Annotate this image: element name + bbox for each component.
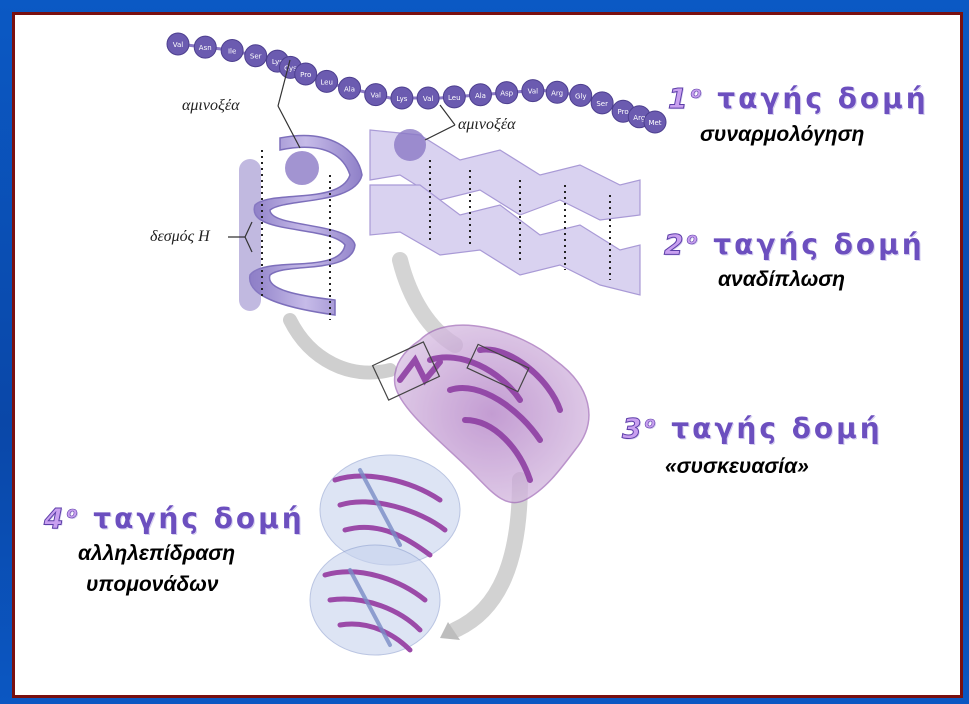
helix-amino-acid-bead [285, 151, 319, 185]
secondary-title: ταγής δομή [713, 228, 924, 261]
tertiary-ordinal: ο [644, 413, 658, 432]
primary-subtitle: συναρμολόγηση [700, 123, 864, 147]
amino-acid-bead-label: Leu [320, 78, 333, 86]
quaternary-subtitle-line2: υπομονάδων [86, 573, 218, 597]
hydrogen-bond-label: δεσμός H [150, 228, 210, 246]
amino-acid-bead-label: Val [370, 92, 381, 100]
quaternary-protein-complex [310, 455, 460, 655]
amino-acid-bead-label: Lys [396, 95, 407, 103]
quaternary-subtitle-line1: αλληλεπίδραση [78, 542, 235, 566]
secondary-ordinal: ο [686, 229, 700, 248]
quaternary-number: 4 [44, 502, 66, 535]
secondary-number: 2 [664, 228, 686, 261]
amino-acid-bead-label: Asp [500, 90, 513, 98]
quaternary-title: ταγής δομή [93, 502, 304, 535]
primary-structure-heading: 1ο ταγής δομή [668, 82, 929, 115]
amino-acid-bead-label: Pro [618, 108, 629, 116]
amino-acid-bead-label: Ala [344, 85, 355, 93]
amino-acid-bead-label: Pro [300, 71, 311, 79]
tertiary-number: 3 [622, 412, 644, 445]
amino-acid-bead-label: Arg [633, 114, 645, 122]
amino-acid-bead-label: Met [648, 119, 661, 127]
primary-title: ταγής δομή [717, 82, 928, 115]
amino-acid-bead-label: Ser [250, 53, 262, 61]
amino-acid-bead-label: Gly [575, 92, 587, 100]
amino-acid-bead-label: Val [173, 41, 184, 49]
primary-ordinal: ο [690, 83, 704, 102]
amino-acid-bead-label: Arg [551, 89, 563, 97]
quaternary-ordinal: ο [66, 503, 80, 522]
primary-number: 1 [668, 82, 690, 115]
amino-acid-bead-label: Asn [199, 44, 212, 52]
alpha-helix [250, 136, 362, 320]
secondary-structure-heading: 2ο ταγής δομή [664, 228, 925, 261]
amino-acid-bead-label: Val [528, 88, 539, 96]
secondary-subtitle: αναδίπλωση [718, 268, 845, 292]
amino-acid-bead-label: Ser [596, 100, 608, 108]
tertiary-subtitle: «συσκευασία» [665, 455, 809, 479]
amino-acid-label-right: αμινοξέα [458, 116, 516, 134]
amino-acid-bead-label: Ala [475, 92, 486, 100]
amino-acid-label-left: αμινοξέα [182, 97, 240, 115]
amino-acid-bead-label: Val [423, 95, 434, 103]
tertiary-title: ταγής δομή [671, 412, 882, 445]
sheet-amino-acid-bead [394, 129, 426, 161]
amino-acid-bead-label: Leu [448, 94, 461, 102]
quaternary-structure-heading: 4ο ταγής δομή [44, 502, 305, 535]
amino-acid-bead-label: Ile [228, 47, 236, 55]
tertiary-structure-heading: 3ο ταγής δομή [622, 412, 883, 445]
